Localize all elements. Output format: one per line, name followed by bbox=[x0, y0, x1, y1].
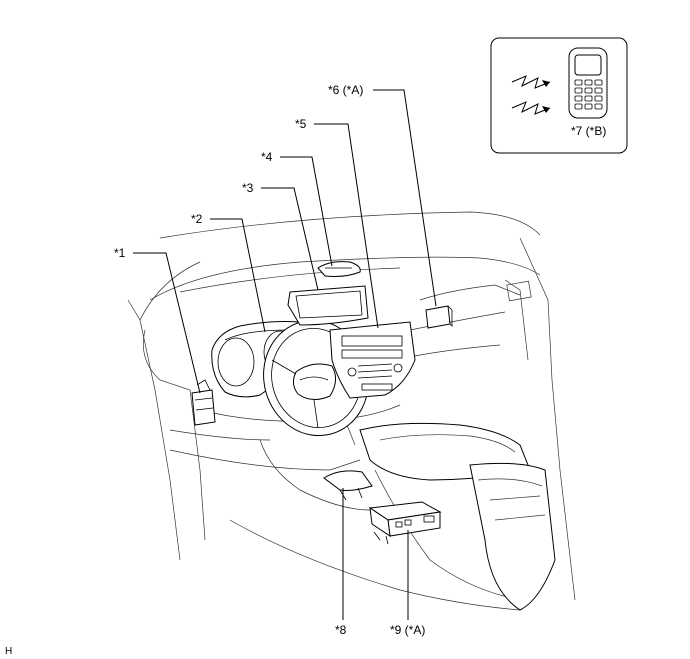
remote-transmitter-icon bbox=[568, 47, 608, 119]
left-module bbox=[191, 379, 216, 426]
label-c5: *5 bbox=[295, 117, 307, 131]
right-door bbox=[519, 237, 576, 601]
corner-mark: H bbox=[5, 646, 12, 657]
leader-c3 bbox=[261, 187, 319, 291]
label-c6: *6 (*A) bbox=[328, 83, 363, 97]
inset-frame bbox=[490, 37, 628, 154]
dashboard-top bbox=[149, 256, 541, 301]
windshield-edge bbox=[159, 211, 541, 239]
rear-module bbox=[425, 305, 453, 329]
remote-inset: *7 (*B) bbox=[490, 37, 628, 154]
leader-lines bbox=[133, 89, 437, 620]
vehicle-interior bbox=[127, 211, 576, 611]
callout-labels: *1 *2 *3 *4 *5 *6 (*A) *8 *9 (*A) H bbox=[5, 83, 425, 657]
floor-left bbox=[169, 449, 361, 471]
center-cluster-panel bbox=[329, 321, 416, 399]
label-c4: *4 bbox=[261, 150, 273, 164]
leader-c2 bbox=[210, 218, 266, 333]
floor-module bbox=[323, 470, 373, 501]
label-c2: *2 bbox=[191, 212, 203, 226]
label-c1: *1 bbox=[114, 246, 126, 260]
wireless-signal-icon bbox=[511, 75, 551, 115]
label-c9: *9 (*A) bbox=[390, 623, 425, 637]
multi-display bbox=[287, 285, 369, 326]
label-c7: *7 (*B) bbox=[571, 124, 606, 138]
left-door bbox=[127, 299, 181, 561]
sensor-unit bbox=[317, 261, 361, 277]
leader-c1 bbox=[133, 252, 201, 394]
label-c8: *8 bbox=[335, 623, 347, 637]
leader-c4 bbox=[280, 156, 333, 267]
passenger-seat bbox=[469, 462, 556, 611]
leader-c6 bbox=[373, 89, 437, 307]
label-c3: *3 bbox=[242, 181, 254, 195]
leader-c5 bbox=[314, 123, 379, 329]
floor-ecu bbox=[368, 501, 442, 545]
